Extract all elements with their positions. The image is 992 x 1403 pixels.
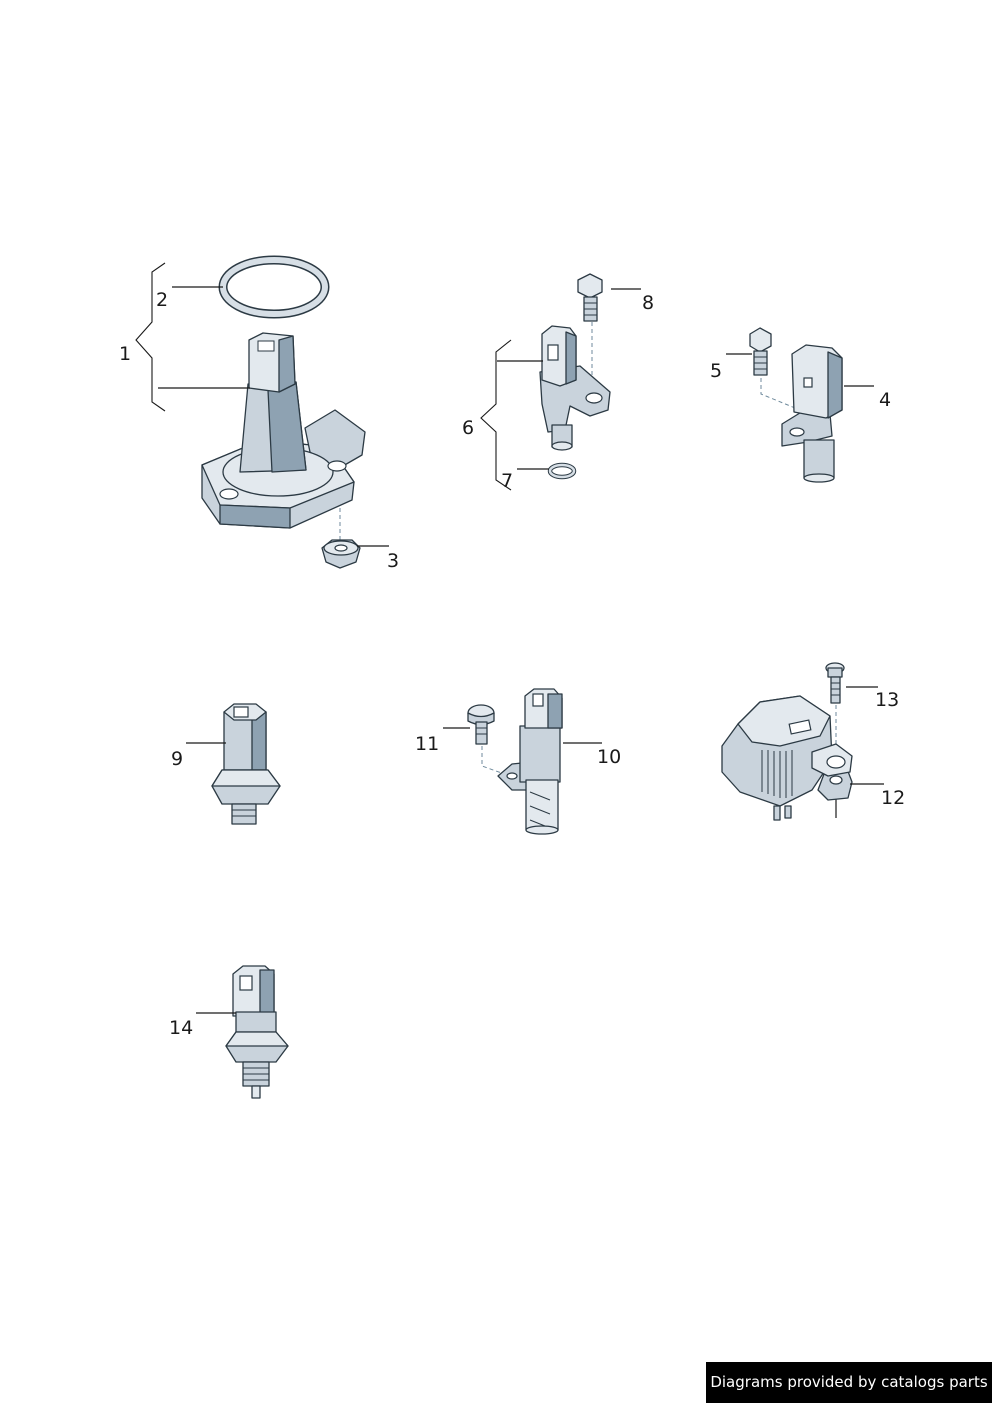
callout-9: 9 xyxy=(171,748,183,770)
part-4-speed-sensor-group: 5 4 xyxy=(710,327,891,483)
callout-7: 7 xyxy=(501,470,513,492)
callout-6: 6 xyxy=(462,417,474,439)
part-1-oil-level-sensor-group: 1 2 3 xyxy=(119,255,399,572)
callout-8: 8 xyxy=(642,292,654,314)
brace-6 xyxy=(480,339,512,491)
callout-3: 3 xyxy=(387,550,399,572)
callout-5: 5 xyxy=(710,360,722,382)
sensor-module-grille xyxy=(761,750,793,798)
callout-11: 11 xyxy=(415,733,439,755)
footer-attribution: Diagrams provided by catalogs parts xyxy=(706,1362,992,1403)
part-9-pressure-switch: 9 xyxy=(171,703,281,825)
callout-13: 13 xyxy=(875,689,899,711)
callout-2: 2 xyxy=(156,289,168,311)
part-12-sensor-module-group: 13 12 xyxy=(721,662,905,821)
callout-10: 10 xyxy=(597,746,621,768)
callout-4: 4 xyxy=(879,389,891,411)
brace-1 xyxy=(135,262,166,412)
callout-1: 1 xyxy=(119,343,131,365)
bolt-part-5 xyxy=(749,327,772,353)
part-10-solenoid-valve-group: 11 10 xyxy=(415,688,621,835)
bolt-part-8 xyxy=(577,273,603,299)
part-6-position-sensor-group: 8 6 7 xyxy=(462,273,654,492)
solenoid-valve-body xyxy=(519,725,561,783)
callout-14: 14 xyxy=(169,1017,193,1039)
part-14-temperature-sender: 14 xyxy=(169,965,289,1099)
callout-12: 12 xyxy=(881,787,905,809)
